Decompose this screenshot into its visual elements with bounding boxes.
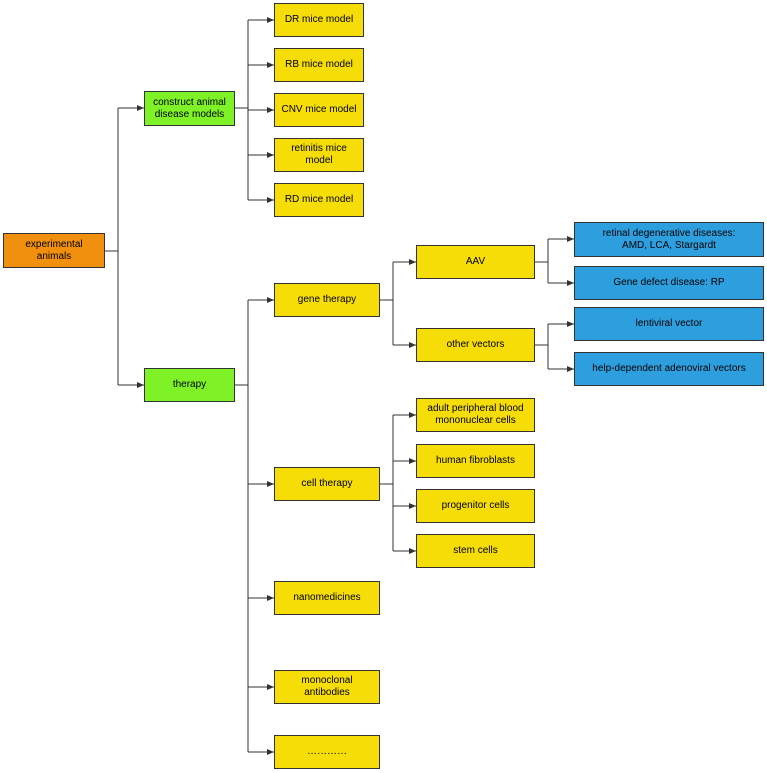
node-label: RD mice model	[284, 194, 354, 205]
node-label: help-dependent adenoviral vectors	[592, 363, 746, 374]
node-label: Gene defect disease: RP	[613, 277, 725, 288]
node-retinitis-mice-model: retinitis mice model	[274, 138, 364, 172]
node-other-vectors: other vectors	[416, 328, 535, 362]
node-label: nanomedicines	[293, 592, 361, 603]
node-label: cell therapy	[301, 478, 353, 489]
node-label: adult peripheral blood mononuclear cells	[427, 403, 524, 426]
node-label: progenitor cells	[441, 500, 510, 511]
node-gene-defect-disease: Gene defect disease: RP	[574, 266, 764, 300]
node-label: monoclonal antibodies	[301, 675, 353, 698]
node-gene-therapy: gene therapy	[274, 283, 380, 317]
node-label: stem cells	[453, 545, 498, 556]
node-aav: AAV	[416, 245, 535, 279]
node-rd-mice-model: RD mice model	[274, 183, 364, 217]
node-rb-mice-model: RB mice model	[274, 48, 364, 82]
node-lentiviral-vector: lentiviral vector	[574, 307, 764, 341]
node-label: lentiviral vector	[635, 318, 703, 329]
node-dr-mice-model: DR mice model	[274, 3, 364, 37]
node-label: retinal degenerative diseases: AMD, LCA,…	[602, 227, 736, 251]
node-stem-cells: stem cells	[416, 534, 535, 568]
node-label: experimental animals	[25, 238, 83, 262]
node-ellipsis: …………	[274, 735, 380, 769]
node-label: gene therapy	[297, 294, 357, 305]
node-label: AAV	[465, 256, 486, 267]
node-label: RB mice model	[285, 59, 353, 70]
node-human-fibroblasts: human fibroblasts	[416, 444, 535, 478]
node-helper-dependent-adenoviral-vectors: help-dependent adenoviral vectors	[574, 352, 764, 386]
node-label: CNV mice model	[281, 104, 357, 115]
node-label: DR mice model	[284, 14, 354, 25]
node-label: construct animal disease models	[153, 96, 226, 120]
node-cnv-mice-model: CNV mice model	[274, 93, 364, 127]
node-construct-animal-disease-models: construct animal disease models	[144, 91, 235, 126]
node-label: other vectors	[446, 339, 505, 350]
node-experimental-animals: experimental animals	[3, 233, 105, 268]
node-nanomedicines: nanomedicines	[274, 581, 380, 615]
node-therapy: therapy	[144, 368, 235, 402]
node-label: therapy	[172, 379, 207, 390]
node-retinal-degenerative-diseases: retinal degenerative diseases: AMD, LCA,…	[574, 222, 764, 257]
node-label: human fibroblasts	[436, 455, 515, 466]
node-label: retinitis mice model	[291, 143, 347, 166]
node-label: …………	[307, 746, 347, 757]
node-adult-pbmc: adult peripheral blood mononuclear cells	[416, 398, 535, 432]
node-monoclonal-antibodies: monoclonal antibodies	[274, 670, 380, 704]
node-cell-therapy: cell therapy	[274, 467, 380, 501]
node-progenitor-cells: progenitor cells	[416, 489, 535, 523]
